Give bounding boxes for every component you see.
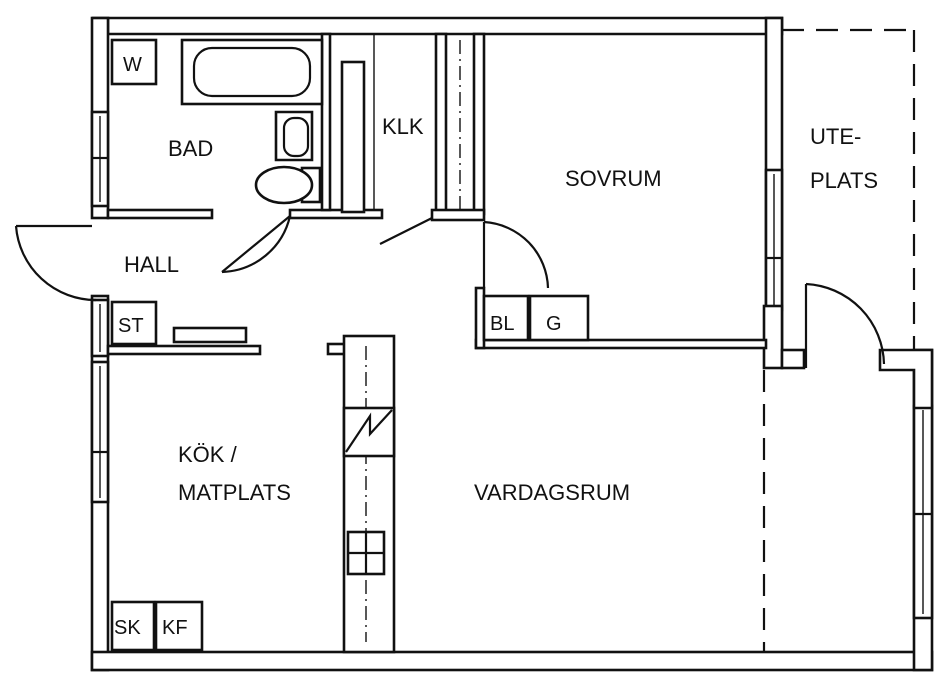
kitchen-cabinets xyxy=(110,600,204,652)
toilet-bowl xyxy=(254,165,314,205)
g-closet xyxy=(528,294,590,342)
klk-closet xyxy=(340,32,486,245)
label-sovrum: SOVRUM xyxy=(565,166,662,191)
label-bad: BAD xyxy=(168,136,213,161)
kitchen-divider xyxy=(326,334,396,654)
bottom-wall xyxy=(90,650,934,672)
bad-bottom-wall xyxy=(106,208,214,220)
top-wall xyxy=(92,16,784,36)
label-sk: SK xyxy=(114,617,141,639)
left-windows xyxy=(90,110,110,504)
bathroom xyxy=(106,32,384,274)
label-g: G xyxy=(546,313,562,335)
label-uteplats-1: UTE- xyxy=(810,124,861,149)
room-labels: W BAD KLK SOVRUM UTE- PLATS HALL ST BL G… xyxy=(114,54,878,639)
kf-box xyxy=(154,600,204,652)
label-w: W xyxy=(123,54,142,76)
label-kok-2: MATPLATS xyxy=(178,480,291,505)
patio-outline xyxy=(762,28,918,652)
right-windows xyxy=(764,168,934,620)
w-box xyxy=(110,38,158,86)
label-vardagsrum: VARDAGSRUM xyxy=(474,480,630,505)
label-st: ST xyxy=(118,315,144,337)
label-kok-1: KÖK / xyxy=(178,442,238,467)
st-closet xyxy=(106,300,262,356)
label-kf: KF xyxy=(162,617,188,639)
sk-box xyxy=(110,600,156,652)
entry-door xyxy=(14,224,97,302)
label-klk: KLK xyxy=(382,114,424,139)
patio-door xyxy=(762,282,934,410)
label-hall: HALL xyxy=(124,252,179,277)
label-uteplats-2: PLATS xyxy=(810,168,878,193)
bathtub xyxy=(180,38,324,106)
bl-closet xyxy=(482,294,530,342)
bedroom-walls xyxy=(474,220,768,350)
label-bl: BL xyxy=(490,313,514,335)
